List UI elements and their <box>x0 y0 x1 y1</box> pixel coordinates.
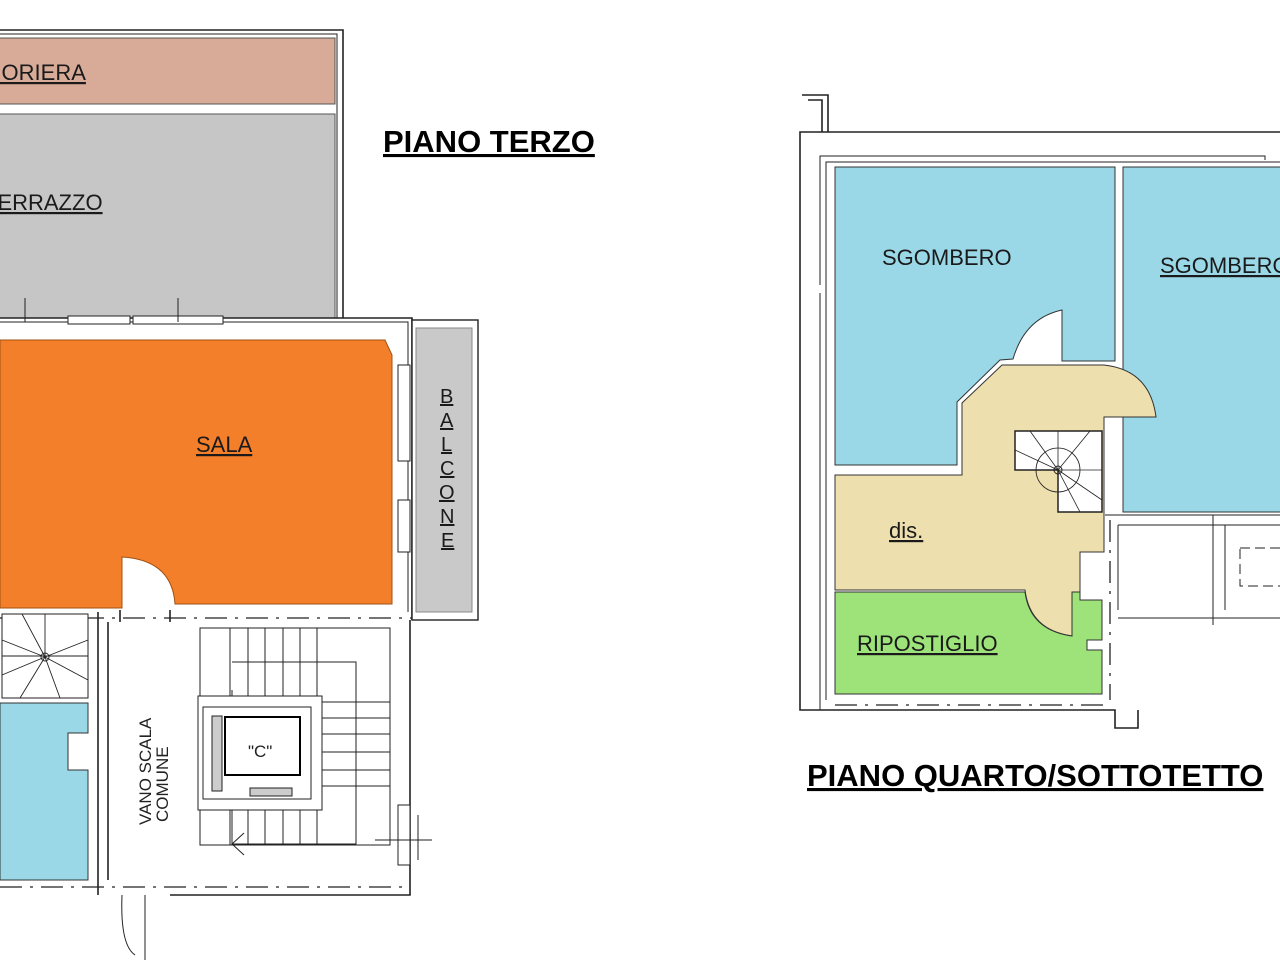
lift-icon <box>197 695 323 811</box>
label-balcone: B A L C O N E <box>439 386 455 552</box>
outer-wall-inner <box>819 155 1280 710</box>
label-lift: "C" <box>248 742 272 761</box>
room-camera <box>0 702 89 881</box>
chimney <box>802 94 829 132</box>
label-comune: COMUNE <box>153 746 172 822</box>
window-mark <box>397 804 411 866</box>
title-piano-quarto: PIANO QUARTO/SOTTOTETTO <box>807 758 1263 793</box>
plan-piano-terzo: FIORIERA TERRAZZO SALA B A L C O N E <box>0 29 595 960</box>
label-vano-scala: VANO SCALA <box>136 717 155 825</box>
label-terrazzo: TERRAZZO <box>0 190 103 215</box>
outer-wall <box>799 131 1280 729</box>
title-piano-terzo: PIANO TERZO <box>383 124 595 159</box>
balcone-letter: E <box>441 530 454 552</box>
window-mark <box>375 815 432 860</box>
outer-wall <box>0 29 344 318</box>
balcone-letter: N <box>440 506 454 528</box>
spiral-stair-icon <box>1014 430 1103 513</box>
balcone-letter: L <box>441 434 452 456</box>
room-terrazzo <box>0 113 336 319</box>
balcone-letter: O <box>439 482 455 504</box>
balcone-letter: B <box>440 386 453 408</box>
entrance-door <box>121 894 146 960</box>
label-ripostiglio: RIPOSTIGLIO <box>857 631 998 656</box>
label-sgombero-1: SGOMBERO <box>882 245 1012 270</box>
room-sala <box>0 339 393 609</box>
balcone-letter: C <box>440 458 454 480</box>
room-ripostiglio <box>834 591 1103 695</box>
balcone-letter: A <box>440 410 454 432</box>
lower-right-area <box>835 514 1280 706</box>
label-sala: SALA <box>196 432 253 457</box>
spiral-stair-icon <box>1 613 89 699</box>
room-fioriera <box>0 37 336 105</box>
plan-piano-quarto: SGOMBERO SGOMBERO dis. RIPOSTIGLIO <box>799 94 1280 793</box>
outer-wall-inner <box>0 33 338 318</box>
label-dis: dis. <box>889 518 923 543</box>
room-balcone <box>415 327 473 613</box>
label-fioriera: FIORIERA <box>0 60 86 85</box>
stair-wall <box>170 620 411 896</box>
room-sgombero-2 <box>1122 166 1280 513</box>
room-sgombero-1 <box>834 166 1116 466</box>
label-sgombero-2: SGOMBERO <box>1160 253 1280 278</box>
vano-scala-walls <box>97 610 171 895</box>
window-marks <box>24 298 411 553</box>
